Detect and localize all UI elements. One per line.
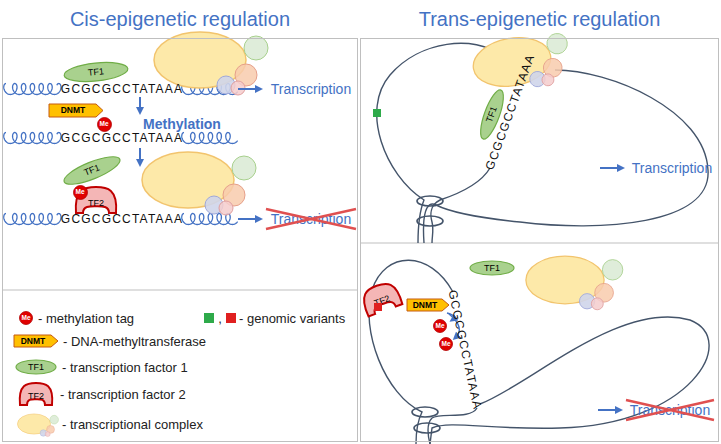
dna-helix [182, 133, 238, 144]
transcriptional-complex [526, 256, 623, 310]
ellipse-shape [61, 151, 123, 189]
shape-label: DNMT [406, 300, 444, 310]
panel-heading: Cis-epigenetic regulation [3, 7, 357, 31]
cohesin-ring [414, 423, 440, 433]
methylation-tag: Me [433, 319, 447, 333]
variant-square [373, 109, 381, 117]
dna-sequence: GCGCGCCTATAAA [483, 52, 538, 172]
outcome-label: Transcription [271, 211, 351, 227]
outcome-label: Transcription [630, 402, 710, 418]
shape-label: Me [19, 314, 33, 322]
transcription-factor-1: TF1 [62, 59, 130, 86]
dna-helix [4, 214, 61, 225]
legend-text: - transcription factor 1 [62, 360, 188, 375]
dna-helix [4, 84, 61, 95]
shape-label: Me [433, 322, 447, 330]
panel-divider [360, 243, 719, 244]
transcription-factor-2: TF2 [357, 278, 404, 318]
cross-line [626, 400, 714, 420]
step-label: Methylation [143, 116, 221, 132]
outcome-label: Transcription [632, 160, 712, 176]
dna-helix [182, 214, 238, 225]
circle-shape [73, 185, 87, 199]
chromatin-strand [431, 168, 490, 243]
variant-square [204, 313, 214, 323]
legend-text: - DNA-methyltransferase [63, 334, 206, 349]
cohesin-ring [412, 407, 438, 417]
blocked-cross [266, 209, 714, 420]
transcription-factor-2: TF2 [18, 382, 54, 406]
transcription-arrow [600, 167, 622, 169]
cohesin-ring [417, 196, 443, 206]
legend-text: - transcriptional complex [62, 417, 203, 432]
shape-label: Me [97, 120, 112, 128]
shape-label: TF2 [74, 198, 118, 209]
variant-square [226, 313, 236, 323]
shape-label: TF1 [61, 153, 123, 186]
cohesin-ring [417, 216, 443, 226]
methylation-tag: Me [73, 185, 88, 200]
panel-heading: Trans-epigenetic regulation [361, 7, 718, 31]
circle-shape [440, 338, 453, 351]
panel-divider [2, 290, 358, 291]
legend-text: - genomic variants [239, 311, 345, 326]
shape-label: Me [73, 188, 88, 196]
step-arrow [139, 148, 141, 164]
arch-shape [359, 280, 402, 317]
chromatin-strand [424, 70, 709, 243]
dna-sequence: GCGCGCCTATAAA [61, 82, 183, 96]
transcription-arrow [598, 409, 620, 411]
legend-complex-sample [17, 414, 58, 437]
circle-shape [20, 312, 33, 325]
circle-shape [434, 320, 447, 333]
transcription-arrow [238, 88, 260, 90]
dna-sequence: GCGCGCCTATAAA [61, 131, 183, 145]
dna-sequence: GCGCGCCTATAAA [445, 289, 484, 412]
shape-label: TF1 [469, 263, 515, 274]
cross-line [266, 209, 356, 229]
dna-methyltransferase: DNMT [13, 334, 59, 348]
dna-methyltransferase: DNMT [48, 103, 104, 118]
transcription-factor-1: TF1 [15, 359, 57, 375]
pentagon-shape [49, 104, 103, 117]
cross-line [626, 400, 714, 420]
ellipse-shape [63, 60, 129, 85]
transcription-arrow [238, 218, 260, 220]
methylation-tag: Me [19, 311, 33, 325]
dna-methyltransferase: DNMT [406, 298, 450, 312]
transcription-factor-1: TF1 [60, 150, 125, 191]
pentagon-shape [14, 335, 58, 347]
outcome-label: Transcription [271, 81, 351, 97]
step-arrow [139, 97, 141, 112]
legend-separator: , [218, 311, 222, 326]
variant-square [374, 303, 382, 311]
shape-label: TF1 [15, 362, 57, 373]
methylation-tag: Me [97, 117, 112, 132]
shape-label: Me [439, 340, 453, 348]
pentagon-shape [407, 299, 449, 311]
legend-text: - transcription factor 2 [60, 387, 186, 402]
methylation-tag: Me [439, 337, 453, 351]
cross-line [266, 209, 356, 229]
panel: Cis-epigenetic regulationTF1DNMTMeTF1TF2… [2, 38, 358, 442]
transcriptional-complex [142, 152, 256, 215]
circle-shape [97, 117, 111, 131]
chromatin-loops [369, 43, 709, 444]
transcription-factor-1: TF1 [469, 260, 515, 276]
ellipse-shape [16, 360, 56, 374]
dna-sequence: GCGCGCCTATAAA [61, 212, 183, 226]
cohesin-rings [412, 196, 443, 433]
ellipse-shape [470, 261, 514, 275]
arrows [140, 89, 622, 410]
shape-label: DNMT [48, 105, 98, 115]
shape-label: TF2 [18, 391, 54, 402]
panel: Trans-epigenetic regulationTF1TF2DNMTMeM… [360, 38, 719, 442]
legend-text: - methylation tag [38, 311, 134, 326]
shape-label: DNMT [13, 336, 53, 346]
dna-helix [4, 133, 61, 144]
